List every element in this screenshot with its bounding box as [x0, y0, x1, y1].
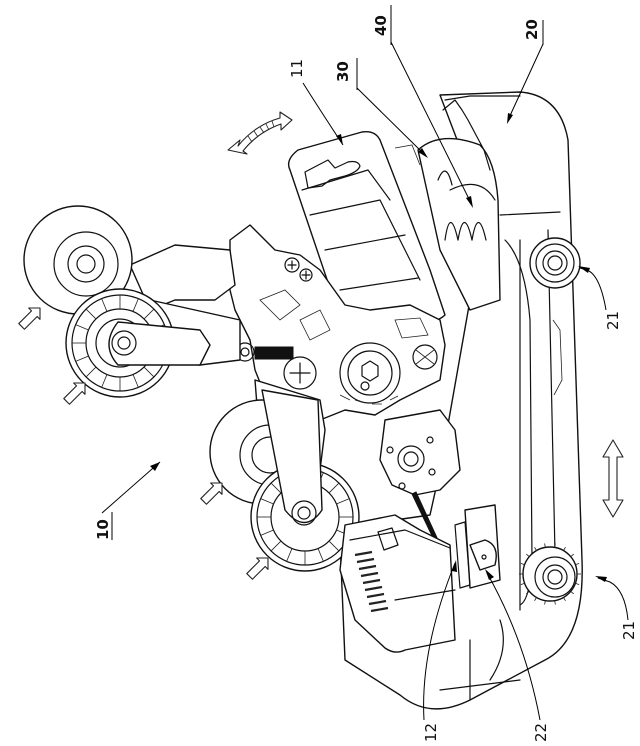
- pulley-spoke: [563, 546, 566, 551]
- linear-double-arrow: [602, 439, 624, 518]
- vent-slot: [354, 550, 373, 557]
- pulley-spoke: [101, 374, 108, 388]
- svg-text:10: 10: [94, 519, 112, 540]
- svg-text:22: 22: [532, 723, 550, 742]
- motor-box: [339, 514, 456, 653]
- mounting-bracket: [454, 504, 501, 589]
- lower-front-pulley: [250, 389, 360, 572]
- svg-text:21: 21: [620, 621, 638, 640]
- label-12: 12: [422, 723, 440, 742]
- pulley-spoke: [328, 540, 340, 552]
- pulley-spoke: [520, 582, 525, 585]
- pulley-spoke: [525, 553, 530, 557]
- vent-slot: [360, 571, 379, 578]
- svg-text:30: 30: [334, 61, 352, 82]
- vent-slot: [366, 592, 385, 599]
- force-arrow-4: [246, 557, 269, 580]
- pulley-spoke: [570, 553, 575, 557]
- pulley-spoke: [525, 591, 530, 595]
- pulley-spoke: [75, 324, 89, 331]
- pulley-spoke: [563, 597, 566, 602]
- pulley-spoke: [328, 482, 340, 494]
- pulley-spoke: [544, 543, 546, 548]
- pulley-spoke: [554, 600, 556, 605]
- force-arrow-1: [18, 307, 41, 330]
- svg-text:20: 20: [523, 19, 541, 40]
- svg-text:12: 12: [422, 723, 440, 742]
- vent-slot: [364, 585, 383, 592]
- svg-text:21: 21: [604, 311, 622, 330]
- inner-cover-ribbed: [417, 99, 501, 311]
- upper-front-pulley: [65, 288, 211, 398]
- pulley-spoke: [270, 540, 282, 552]
- pulley-spoke: [534, 546, 537, 551]
- label-30: 30: [334, 58, 358, 90]
- upper-rear-pulley: [23, 205, 133, 315]
- label-22: 22: [532, 723, 550, 742]
- pulley-spoke: [575, 582, 580, 585]
- actuator-block: [254, 346, 294, 360]
- label-20: 20: [523, 19, 544, 45]
- force-arrow-2: [63, 382, 86, 405]
- label-40: 40: [372, 5, 392, 45]
- force-arrow-3: [200, 482, 223, 505]
- pulley-spoke: [336, 498, 350, 505]
- pulley-spoke: [85, 308, 97, 320]
- pulley-spoke: [260, 498, 274, 505]
- label-21-lower: 21: [620, 621, 638, 640]
- pulley-spoke: [270, 482, 282, 494]
- pulley-spoke: [143, 366, 155, 378]
- pulley-spoke: [575, 563, 580, 566]
- label-21-upper: 21: [604, 311, 622, 330]
- label-10: 10: [94, 512, 113, 540]
- drive-hub: [379, 409, 461, 543]
- pulley-spoke: [317, 548, 324, 562]
- vent-slot: [358, 564, 377, 571]
- pulley-spoke: [544, 600, 546, 605]
- pulley-spoke: [132, 374, 139, 388]
- pulley-spoke: [101, 298, 108, 312]
- pulley-spoke: [75, 355, 89, 362]
- leader-lines: [101, 41, 629, 721]
- guide-roller-lower: [519, 543, 581, 605]
- tensioner-frame: [229, 224, 446, 421]
- pulley-spoke: [570, 591, 575, 595]
- vent-slot: [368, 599, 387, 606]
- vent-slot: [362, 578, 381, 585]
- pulley-spoke: [132, 298, 139, 312]
- pulley-spoke: [520, 563, 525, 566]
- pulley-spoke: [554, 543, 556, 548]
- svg-text:40: 40: [372, 15, 390, 36]
- pulley-spoke: [286, 548, 293, 562]
- vent-slot: [370, 606, 389, 613]
- pulley-spoke: [143, 308, 155, 320]
- pivot-arc-arrow: [227, 111, 293, 155]
- label-11: 11: [288, 59, 306, 78]
- pulley-spoke: [534, 597, 537, 602]
- pulley-spoke: [260, 529, 274, 536]
- svg-text:11: 11: [288, 59, 306, 78]
- vent-slot: [356, 557, 375, 564]
- pulley-spoke: [85, 366, 97, 378]
- guide-roller-upper: [529, 237, 581, 289]
